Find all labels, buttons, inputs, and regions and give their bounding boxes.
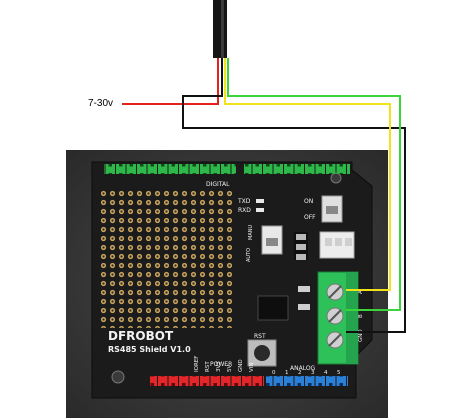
terminal-pin-labels: A B GND (358, 290, 364, 342)
rs485-chip (257, 295, 289, 321)
power-pin-label: 5V (227, 365, 233, 372)
digital-label: DIGITAL (206, 181, 230, 188)
auto-label: AUTO (246, 248, 252, 262)
analog-pin-labels: 0 1 2 3 4 5 (272, 370, 341, 376)
analog-pin-label: 0 (272, 370, 276, 376)
power-label: POWER (210, 361, 232, 368)
power-pin-labels: IOREF RST 3V3 5V GND VIN (194, 356, 255, 372)
power-pin-label: IOREF (194, 356, 200, 372)
reset-button-body (247, 339, 277, 367)
cable-jacket (213, 0, 227, 58)
led-rxd (256, 208, 264, 212)
model-label: RS485 Shield V1.0 (108, 345, 191, 354)
analog-pin-label: 1 (285, 370, 289, 376)
prototyping-area (100, 190, 234, 328)
off-label: OFF (304, 214, 316, 221)
mounting-hole (111, 370, 125, 384)
on-label: ON (304, 198, 313, 205)
mounting-hole (330, 172, 342, 184)
power-pin-label: RST (205, 361, 211, 372)
analog-header (266, 376, 348, 386)
wire-black-2 (182, 58, 406, 333)
terminal-pin-label: A (358, 290, 364, 294)
rxd-label: RXD (238, 207, 251, 214)
digital-header-left (104, 164, 236, 174)
terminal-pin-label: B (358, 314, 364, 318)
rst-label: RST (254, 333, 266, 340)
smd-component (298, 286, 310, 292)
led-txd (256, 199, 264, 203)
digital-header-right (244, 164, 350, 174)
power-pin-label: 3V3 (216, 361, 222, 372)
power-header (150, 376, 264, 386)
wire-red (122, 58, 219, 105)
txd-label: TXD (237, 198, 251, 205)
analog-pin-label: 5 (337, 370, 341, 376)
analog-pin-label: 4 (324, 370, 328, 376)
power-pin-label: VIN (249, 363, 255, 373)
smd-component (298, 304, 310, 310)
analog-label: ANALOG (290, 365, 316, 372)
terminal-pin-label: GND (358, 329, 364, 342)
voltage-label: 7-30v (88, 98, 114, 109)
analog-pin-label: 2 (298, 370, 302, 376)
wire-green (227, 58, 401, 311)
analog-pin-label: 3 (311, 370, 315, 376)
reset-button (254, 345, 270, 361)
power-pin-label: GND (238, 359, 244, 372)
brand-label: DFROBOT (108, 329, 174, 343)
wire-yellow (224, 58, 391, 291)
manu-label: MANU (248, 225, 254, 240)
